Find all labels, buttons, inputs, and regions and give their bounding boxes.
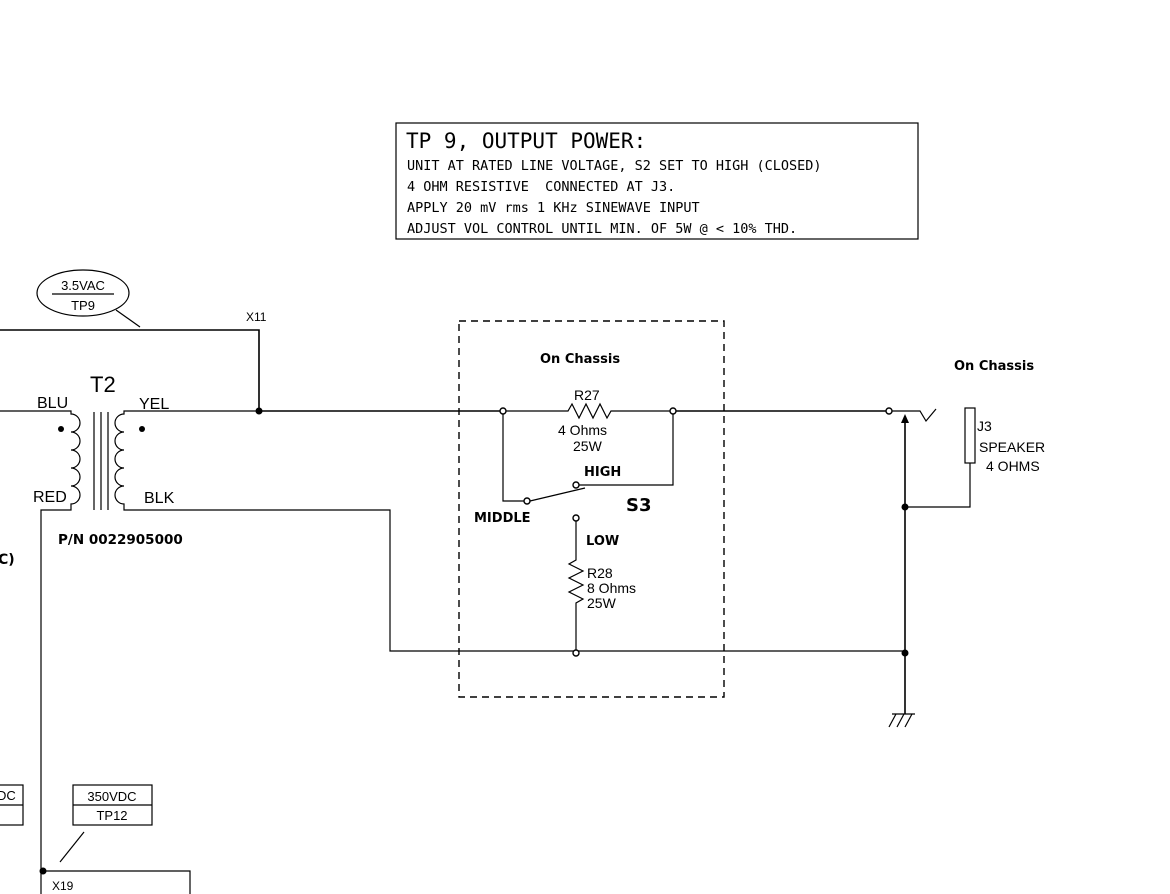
wire-x11 [0,329,260,411]
test-note-frame [395,122,919,240]
switch-low-label: LOW [586,534,619,549]
wire-middle [502,414,524,502]
tp12-value: 350VDC [87,789,136,804]
r27-ref: R27 [574,387,600,403]
r28-value: 8 Ohms [587,580,636,596]
jack-sleeve-arrow [901,414,909,423]
jack-tip-terminal [885,407,893,415]
test-note-line-4: ADJUST VOL CONTROL UNTIL MIN. OF 5W @ < … [407,221,797,237]
transformer-ref: T2 [90,372,116,397]
wire-high [579,414,674,486]
r27-value: 4 Ohms [558,422,607,438]
test-note-line-3: APPLY 20 mV rms 1 KHz SINEWAVE INPUT [407,200,700,216]
chassis-box [458,320,725,698]
switch-high-contact [572,481,580,489]
wire-x19 [43,870,191,894]
tp9-leader [115,309,141,328]
secondary-bottom-label: BLK [144,490,175,507]
jack-body [964,407,976,464]
left-cut-box-text: DC [0,788,16,803]
r27-left-terminal [499,407,507,415]
test-note-line-1: UNIT AT RATED LINE VOLTAGE, S2 SET TO HI… [407,158,822,174]
secondary-dot [139,426,145,432]
node-x19-label: X19 [52,879,74,893]
ground-icon [888,713,915,728]
r28-resistor [567,521,585,651]
tp12-label: TP12 [96,808,127,823]
jack-rating: 4 OHMS [986,458,1040,474]
r27-power: 25W [573,438,603,454]
jack-sleeve-spring [892,408,937,423]
chassis-box-label: On Chassis [540,352,620,367]
tp9-callout: 3.5VAC TP9 [36,269,141,328]
jack-ref: J3 [977,418,992,434]
r28-bottom-node [572,649,580,657]
switch-middle-label: MIDDLE [474,511,531,526]
switch-high-label: HIGH [584,465,621,480]
test-note-title: TP 9, OUTPUT POWER: [406,129,646,153]
secondary-winding [114,410,905,652]
jack-type: SPEAKER [979,439,1045,455]
switch-low-contact [572,514,580,522]
tp12-callout: 350VDC TP12 [59,784,153,863]
switch-lever [529,487,586,502]
left-cut-callout: DC [0,784,24,826]
test-note: TP 9, OUTPUT POWER: UNIT AT RATED LINE V… [395,122,919,240]
secondary-top-label: YEL [139,396,169,413]
switch-middle-contact [523,497,531,505]
node-x11-label: X11 [246,310,267,324]
primary-bottom-label: RED [33,489,67,506]
r27-resistor [506,402,670,420]
tp12-leader [59,831,85,863]
tp9-balloon [36,269,130,317]
ground-junction-lower [901,649,909,657]
switch-ref: S3 [626,495,652,516]
primary-top-label: BLU [37,395,68,412]
r28-power: 25W [587,595,617,611]
tp9-label: TP9 [71,298,95,313]
jack-chassis-label: On Chassis [954,359,1034,374]
test-note-line-2: 4 OHM RESISTIVE CONNECTED AT J3. [407,179,675,195]
r28-ref: R28 [587,565,613,581]
transformer-t2: T2 BLU RED YEL BLK P/N 0022905000 [0,372,905,894]
left-cut-text: C) [0,552,15,568]
r27-right-terminal [669,407,677,415]
jack-j3: On Chassis J3 SPEAKER 4 OHMS [885,359,1045,714]
switch-s3: S3 HIGH MIDDLE LOW [474,414,674,549]
primary-dot [58,426,64,432]
primary-winding [0,410,81,894]
transformer-part-number: P/N 0022905000 [58,532,183,548]
tp9-value: 3.5VAC [61,278,105,293]
wire-jack-body [905,463,971,508]
